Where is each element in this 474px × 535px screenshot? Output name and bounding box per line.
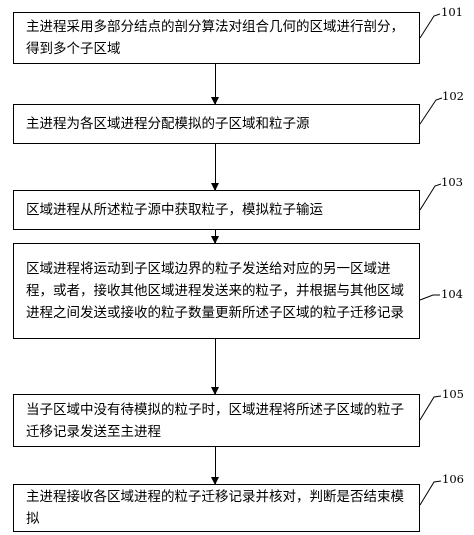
step-box-102: 主进程为各区域进程分配模拟的子区域和粒子源 [13, 104, 420, 144]
flow-arrow-103-104 [211, 230, 219, 244]
step-label-101: 101 [441, 5, 463, 19]
step-box-101: 主进程采用多部分结点的剖分算法对组合几何的区域进行剖分，得到多个子区域 [13, 12, 420, 64]
step-box-106: 主进程接收各区域进程的粒子迁移记录并核对，判断是否结束模拟 [13, 484, 420, 532]
step-label-104: 104 [441, 287, 463, 301]
flow-arrow-104-105 [211, 339, 219, 395]
flow-arrow-102-103 [211, 144, 219, 191]
flow-arrow-105-106 [211, 447, 219, 485]
step-text-106: 主进程接收各区域进程的粒子迁移记录并核对，判断是否结束模拟 [26, 489, 404, 527]
step-text-104: 区域进程将运动到子区域边界的粒子发送给对应的另一区域进程，或者，接收其他区域进程… [26, 261, 404, 321]
step-label-106: 106 [442, 472, 464, 486]
step-text-105: 当子区域中没有待模拟的粒子时，区域进程将所述子区域的粒子迁移记录发送至主进程 [26, 401, 404, 440]
step-text-102: 主进程为各区域进程分配模拟的子区域和粒子源 [26, 116, 310, 132]
leader-102 [419, 97, 443, 125]
step-label-103: 103 [441, 175, 463, 189]
step-label-105: 105 [442, 387, 464, 401]
step-box-105: 当子区域中没有待模拟的粒子时，区域进程将所述子区域的粒子迁移记录发送至主进程 [13, 394, 420, 447]
step-box-103: 区域进程从所述粒子源中获取粒子，模拟粒子输运 [13, 190, 420, 230]
step-text-101: 主进程采用多部分结点的剖分算法对组合几何的区域进行剖分，得到多个子区域 [26, 19, 404, 57]
step-text-103: 区域进程从所述粒子源中获取粒子，模拟粒子输运 [26, 202, 323, 218]
leader-103 [419, 183, 442, 211]
leader-104 [419, 294, 440, 301]
leader-105 [419, 395, 442, 421]
leader-106 [419, 480, 442, 506]
leader-101 [419, 13, 441, 39]
flow-arrow-101-102 [211, 64, 219, 105]
step-label-102: 102 [442, 89, 464, 103]
